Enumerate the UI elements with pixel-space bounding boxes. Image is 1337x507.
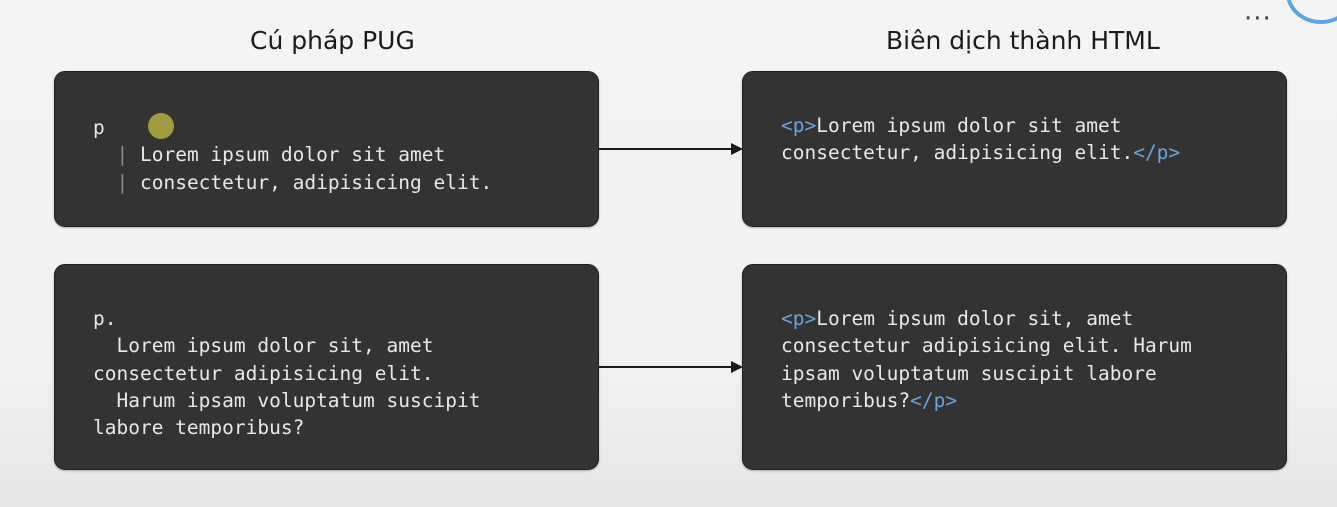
html-box-2: <p>Lorem ipsum dolor sit, amet consectet… [742,264,1287,470]
pug-line: consectetur, adipisicing elit. [139,170,493,194]
pug-line: Lorem ipsum dolor sit amet [139,143,446,167]
pug-line: consectetur adipisicing elit. [93,361,434,385]
html-line: consectetur, adipisicing elit. [781,141,1134,165]
html-line: consectetur adipisicing elit. Harum [781,334,1192,358]
html-code-2: <p>Lorem ipsum dolor sit, amet consectet… [781,305,1192,414]
html-open-tag: <p> [781,114,817,137]
pug-box-2: p. Lorem ipsum dolor sit, amet consectet… [54,264,599,470]
pipe-marker: | [116,170,129,194]
html-line: temporibus? [781,388,911,412]
pug-box-1: p | Lorem ipsum dolor sit amet | consect… [54,71,599,227]
pug-line: labore temporibus? [93,416,305,440]
pug-code-2: p. Lorem ipsum dolor sit, amet consectet… [93,305,480,441]
arrow-1 [599,143,743,155]
more-horizontal-icon[interactable]: ··· [1244,4,1272,34]
html-close-tag: </p> [910,388,958,412]
pug-tag: p [93,116,105,139]
html-line: ipsam voluptatum suscipit labore [781,361,1157,385]
html-code-1: <p>Lorem ipsum dolor sit amet consectetu… [781,112,1180,167]
heading-pug-syntax: Cú pháp PUG [250,26,415,55]
pug-code-1: p | Lorem ipsum dolor sit amet | consect… [93,114,492,196]
html-line: Lorem ipsum dolor sit, amet [816,307,1134,330]
cursor-highlight [148,113,174,139]
circle-decoration [1286,0,1337,24]
pipe-marker: | [116,143,129,167]
pug-tag: p. [93,307,117,330]
html-open-tag: <p> [781,307,817,330]
html-close-tag: </p> [1133,141,1181,165]
html-line: Lorem ipsum dolor sit amet [816,114,1122,137]
pug-line: Lorem ipsum dolor sit, amet [93,334,434,358]
heading-compiled-html: Biên dịch thành HTML [886,26,1160,55]
arrow-2 [599,361,743,373]
html-box-1: <p>Lorem ipsum dolor sit amet consectetu… [742,71,1287,227]
pug-line: Harum ipsam voluptatum suscipit [93,388,481,412]
